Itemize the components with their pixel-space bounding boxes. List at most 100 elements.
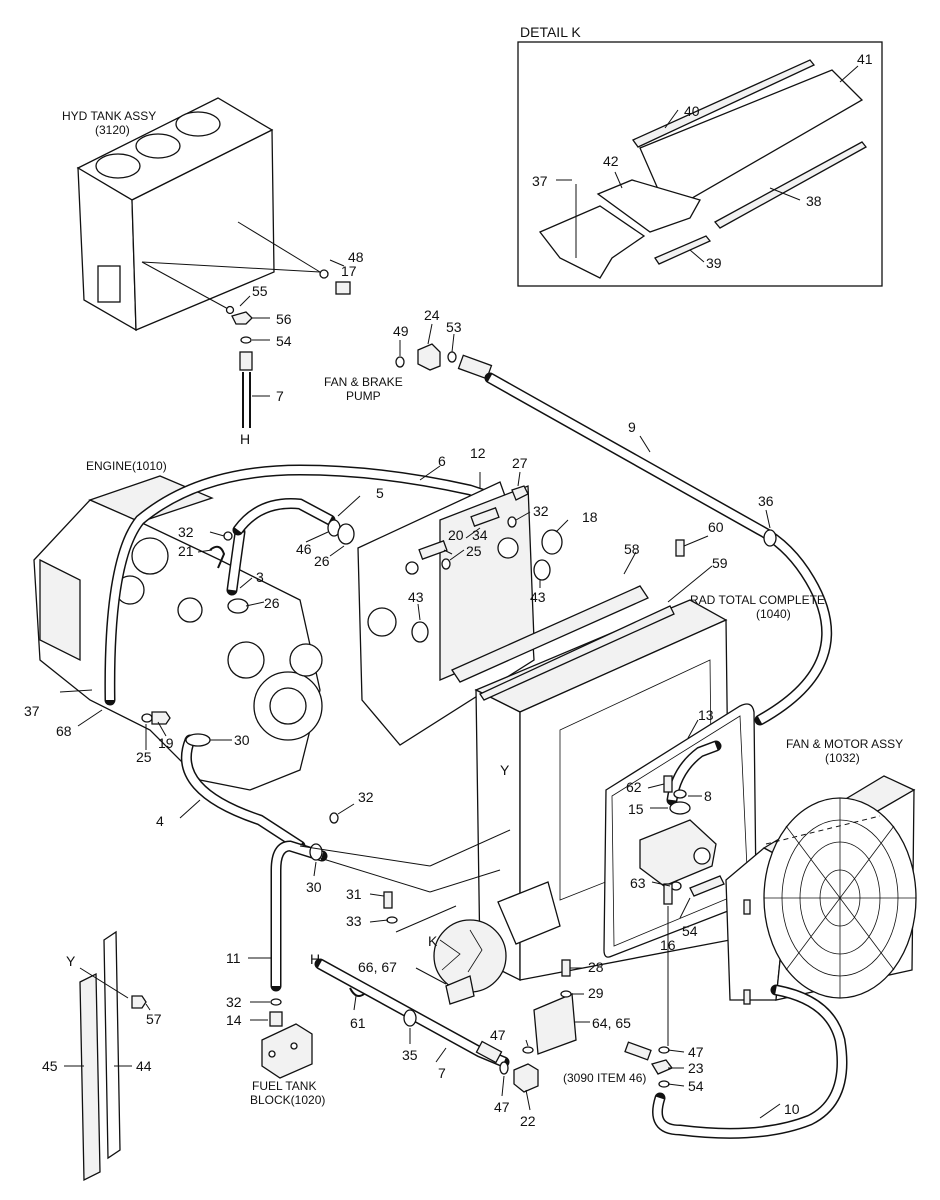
seal-32-b	[223, 531, 233, 541]
engine-label: ENGINE(1010)	[86, 459, 167, 473]
item-3090-ref: (3090 ITEM 46)	[563, 1071, 646, 1085]
callout-47-b: 47	[494, 1099, 510, 1115]
plate-42	[596, 179, 701, 233]
tank-side	[131, 128, 275, 331]
callout-54-b: 54	[682, 923, 698, 939]
callout-25-a: 25	[466, 543, 482, 559]
callout-43-b: 43	[530, 589, 546, 605]
seal-strip-59	[479, 605, 675, 701]
callout-35: 35	[402, 1047, 418, 1063]
callout-43-a: 43	[408, 589, 424, 605]
callout-58: 58	[624, 541, 640, 557]
oring-8	[673, 789, 687, 799]
callout-6: 6	[438, 453, 446, 469]
callout-21: 21	[178, 543, 194, 559]
callout-49: 49	[393, 323, 409, 339]
seal-48	[319, 269, 329, 279]
callout-25-b: 25	[136, 749, 152, 765]
callout-30-b: 30	[306, 879, 322, 895]
callout-k: K	[428, 933, 438, 949]
callout-68: 68	[56, 723, 72, 739]
fuel-tank-block-body	[261, 1023, 313, 1079]
elbow-22	[513, 1063, 539, 1093]
callout-11: 11	[226, 950, 241, 966]
callout-20: 20	[448, 527, 464, 543]
callout-10: 10	[784, 1101, 800, 1117]
callout-14: 14	[226, 1012, 242, 1028]
callout-31: 31	[346, 886, 362, 902]
radiator-shroud: 12 27 32 18 34 20 25 43 43	[357, 445, 598, 746]
grommet-43-b	[533, 559, 551, 581]
clamp-26-a	[337, 523, 355, 545]
callout-62: 62	[626, 779, 642, 795]
seal-44	[103, 930, 121, 1160]
bolt-28	[561, 959, 571, 977]
seal-55	[225, 305, 235, 315]
callout-54-c: 54	[688, 1078, 704, 1094]
fan-motor-frame: 13 62 8 15 63 54 16	[603, 703, 757, 958]
callout-4: 4	[156, 813, 164, 829]
callout-26-b: 26	[264, 595, 280, 611]
callout-60: 60	[708, 519, 724, 535]
callout-7-top: 7	[276, 388, 284, 404]
washer-33	[386, 916, 398, 924]
fan-motor-label-1: FAN & MOTOR ASSY	[786, 737, 903, 751]
clamp-35	[403, 1009, 417, 1027]
engine-assy: ENGINE(1010) 32 21 3	[24, 459, 323, 852]
callout-y-a: Y	[500, 762, 510, 778]
washer-47-a	[522, 1046, 534, 1054]
callout-56: 56	[276, 311, 292, 327]
strip-38	[713, 141, 867, 229]
callout-32-b: 32	[178, 524, 194, 540]
callout-61: 61	[350, 1015, 366, 1031]
rad-total-label-1: RAD TOTAL COMPLETE	[690, 593, 825, 607]
upper-hoses: 5 6 46 26	[104, 453, 506, 706]
hose-7-lower: H 61 35 7 47 22	[310, 951, 539, 1129]
callout-64-65: 64, 65	[592, 1015, 631, 1031]
fan-brake-pump-hose: FAN & BRAKE PUMP 49 24 53 9 36	[324, 307, 833, 726]
fuel-tank-label-1: FUEL TANK	[252, 1079, 316, 1093]
hyd-tank-ref: (3120)	[95, 123, 130, 137]
callout-36: 36	[758, 493, 774, 509]
fitting-19	[151, 711, 171, 725]
callout-55: 55	[252, 283, 268, 299]
pipe-20	[418, 540, 448, 560]
callout-24: 24	[424, 307, 440, 323]
callout-y-b: Y	[66, 953, 76, 969]
cap-26	[227, 598, 249, 614]
callout-26-a: 26	[314, 553, 330, 569]
callout-37-k: 37	[532, 173, 548, 189]
callout-37-a: 37	[24, 703, 40, 719]
callout-45: 45	[42, 1058, 58, 1074]
grommet-43-a	[411, 621, 429, 643]
callout-28: 28	[588, 959, 604, 975]
bolt-60	[675, 539, 685, 557]
callout-59: 59	[712, 555, 728, 571]
fan-motor	[639, 819, 717, 887]
callout-44: 44	[136, 1058, 152, 1074]
bolt-57	[131, 995, 147, 1009]
hyd-tank-assy: HYD TANK ASSY (3120) 48 17 55 56 54 7 H	[62, 97, 364, 447]
mount-66-67	[445, 975, 475, 1005]
seal-32-d	[270, 998, 282, 1006]
hose-10	[652, 984, 848, 1139]
seal-49	[395, 356, 405, 368]
fuel-tank-label-2: BLOCK(1020)	[250, 1093, 325, 1107]
seal-25-a	[441, 558, 451, 570]
fitting-14	[269, 1011, 283, 1027]
bolt-31	[383, 891, 393, 909]
callout-57: 57	[146, 1011, 162, 1027]
callout-30-a: 30	[234, 732, 250, 748]
grommet-18	[541, 529, 563, 555]
callout-15: 15	[628, 801, 644, 817]
callout-32-c: 32	[358, 789, 374, 805]
rad-total-label-2: (1040)	[756, 607, 791, 621]
flange-15	[669, 801, 691, 815]
callout-54-top: 54	[276, 333, 292, 349]
side-seals: Y 57 45 44	[42, 930, 162, 1182]
fitting-27	[511, 485, 529, 501]
callout-66-67: 66, 67	[358, 959, 397, 975]
strip-40	[632, 59, 816, 148]
callout-9: 9	[628, 419, 636, 435]
